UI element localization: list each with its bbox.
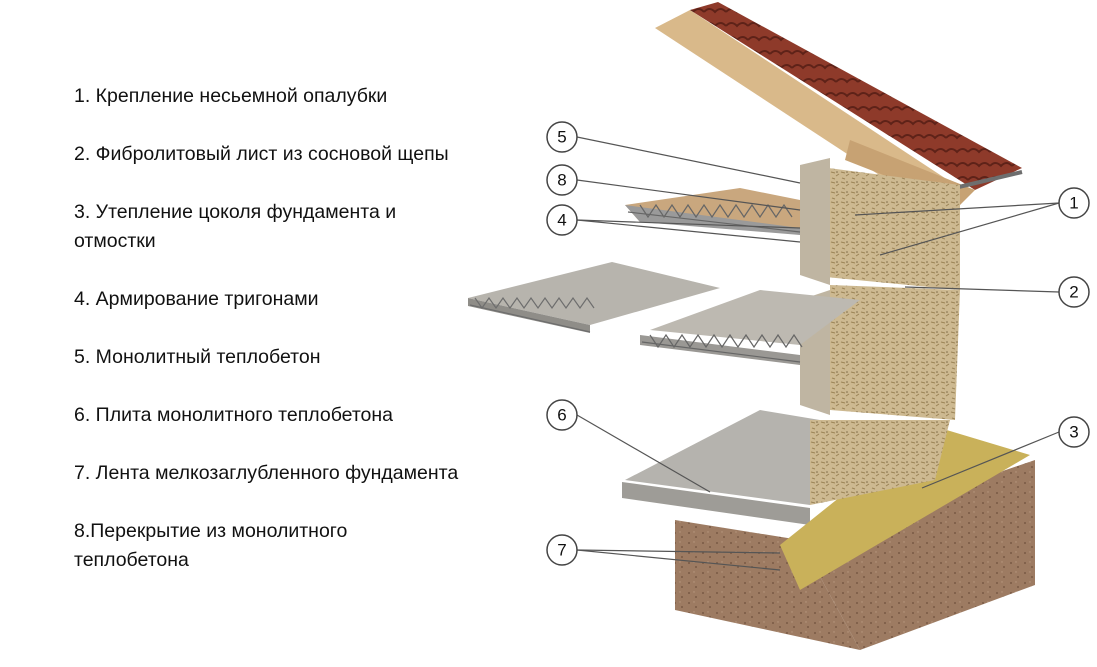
svg-text:6: 6 bbox=[557, 406, 566, 425]
leader-lines bbox=[576, 136, 1060, 571]
leader-4a bbox=[576, 219, 801, 229]
callout-5: 5 bbox=[546, 121, 578, 153]
svg-text:8: 8 bbox=[557, 171, 566, 190]
callout-6: 6 bbox=[546, 399, 578, 431]
middle-slab-truss bbox=[641, 333, 803, 363]
svg-text:3: 3 bbox=[1069, 423, 1078, 442]
leader-3 bbox=[921, 431, 1060, 489]
legend-item-6: 6. Плита монолитного теплобетона bbox=[74, 404, 394, 426]
leader-2 bbox=[904, 286, 1060, 293]
legend-item-3: 3. Утепление цоколя фундамента и отмостк… bbox=[74, 201, 397, 252]
upper-floor-slab bbox=[625, 188, 801, 235]
callout-7: 7 bbox=[546, 534, 578, 566]
svg-text:7: 7 bbox=[557, 541, 566, 560]
svg-text:5: 5 bbox=[557, 128, 566, 147]
foundation-block-right bbox=[800, 460, 1035, 650]
ground-slab-top bbox=[625, 410, 850, 505]
floating-slab-edge bbox=[468, 298, 590, 333]
leader-4b bbox=[576, 219, 801, 243]
leader-7a bbox=[576, 549, 781, 554]
foundation-wall bbox=[810, 420, 950, 505]
middle-slab-top bbox=[650, 290, 860, 345]
upper-wall-side bbox=[800, 158, 830, 285]
floating-slab-truss bbox=[469, 296, 595, 333]
ground-slab-edge bbox=[622, 482, 810, 525]
callout-8: 8 bbox=[546, 164, 578, 196]
callout-2: 2 bbox=[1058, 276, 1090, 308]
leader-8 bbox=[576, 179, 801, 211]
upper-wall bbox=[800, 158, 960, 290]
callout-1: 1 bbox=[1058, 187, 1090, 219]
callout-3: 3 bbox=[1058, 416, 1090, 448]
plinth-insulation bbox=[780, 425, 1030, 590]
leader-1a bbox=[854, 202, 1060, 216]
ground-slab bbox=[622, 410, 850, 525]
floating-slab-panel bbox=[468, 262, 720, 333]
leader-1b bbox=[879, 202, 1060, 256]
legend-item-1: 1. Крепление несьемной опалубки bbox=[74, 85, 388, 107]
legend-list: 1. Крепление несьемной опалубки 2. Фибро… bbox=[74, 82, 524, 604]
middle-floor-slab bbox=[640, 290, 860, 365]
upper-wall-face bbox=[805, 165, 960, 290]
middle-wall-face bbox=[830, 285, 960, 420]
legend-item-5: 5. Монолитный теплобетон bbox=[74, 346, 321, 368]
legend-item-2: 2. Фибролитовый лист из сосновой щепы bbox=[74, 143, 449, 165]
upper-slab-truss bbox=[627, 203, 801, 233]
legend-item-4: 4. Армирование тригонами bbox=[74, 288, 319, 310]
svg-text:1: 1 bbox=[1069, 194, 1078, 213]
leader-7b bbox=[576, 549, 781, 571]
callout-4: 4 bbox=[546, 204, 578, 236]
leader-6 bbox=[576, 414, 711, 493]
legend-item-8: 8.Перекрытие из монолитного теплобетона bbox=[74, 520, 348, 571]
svg-text:2: 2 bbox=[1069, 283, 1078, 302]
callouts: 1 2 3 4 5 6 7 8 bbox=[546, 121, 1090, 566]
roof-tiles bbox=[690, 2, 1022, 190]
svg-text:4: 4 bbox=[557, 211, 566, 230]
legend-item-7: 7. Лента мелкозаглубленного фундамента bbox=[74, 462, 459, 484]
leader-5 bbox=[576, 136, 801, 184]
floating-slab-top bbox=[468, 262, 720, 325]
